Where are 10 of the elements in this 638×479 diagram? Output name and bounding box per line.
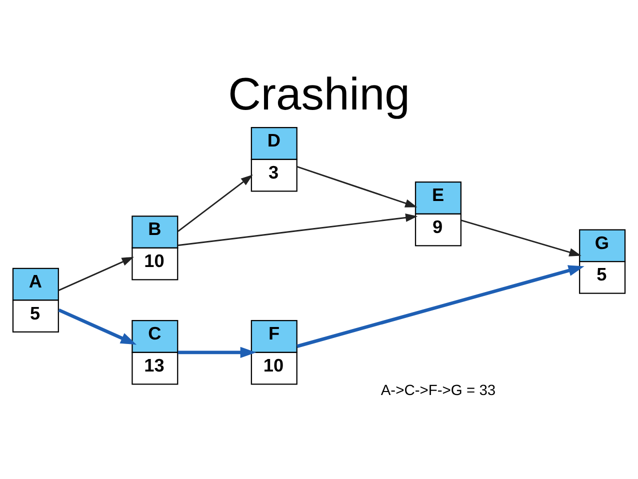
arrow: [178, 213, 418, 246]
arrow: [296, 166, 418, 207]
diagram-title: Crashing: [228, 68, 410, 119]
arrow: [58, 308, 137, 344]
arrow: [460, 219, 582, 256]
label: A->C->F->G = 33: [380, 382, 496, 398]
arrow: [178, 174, 253, 232]
arrow: [296, 264, 584, 348]
arrow: [178, 346, 256, 358]
arrow: [58, 256, 134, 291]
